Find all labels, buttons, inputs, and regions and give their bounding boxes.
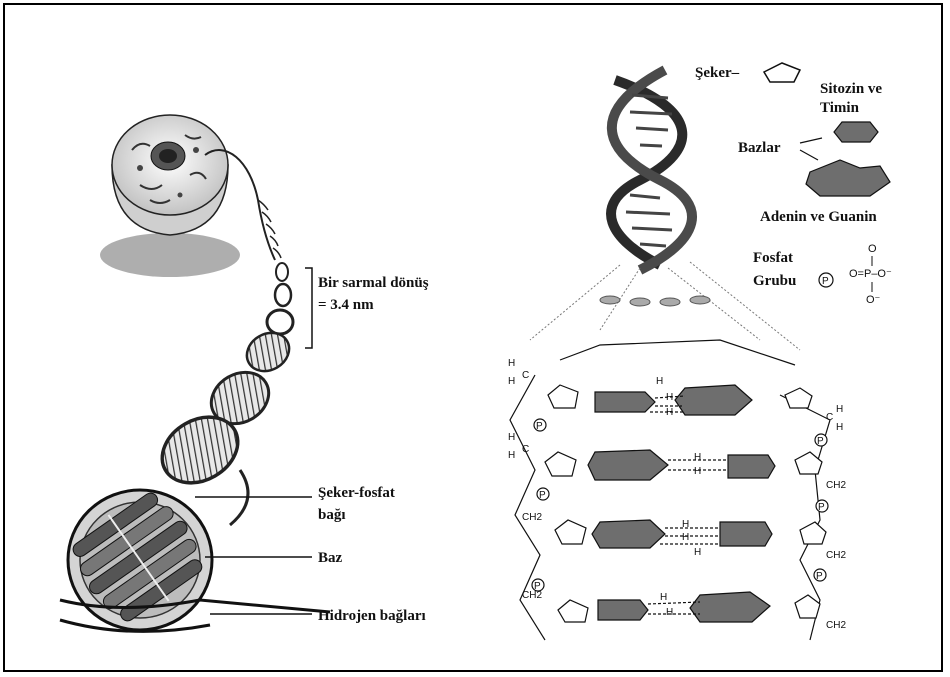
svg-text:H: H	[656, 376, 663, 387]
svg-text:P: P	[536, 421, 543, 432]
svg-text:H: H	[508, 358, 515, 369]
svg-text:C: C	[522, 370, 529, 381]
legend-pyrimidines-label-1: Sitozin ve	[820, 81, 882, 97]
phosphate-structure: O O=P–O⁻ O⁻	[849, 243, 892, 306]
base-label: Baz	[318, 550, 343, 566]
hydrogen-bonds-label: Hidrojen bağları	[318, 608, 426, 624]
svg-text:H: H	[694, 547, 701, 558]
svg-text:O=P–O⁻: O=P–O⁻	[849, 268, 892, 280]
svg-text:H: H	[666, 607, 673, 618]
svg-text:H: H	[694, 466, 701, 477]
purine-double-ring-icon	[806, 160, 890, 196]
svg-text:H: H	[694, 452, 701, 463]
svg-text:CH2: CH2	[826, 620, 846, 631]
svg-text:CH2: CH2	[522, 512, 542, 523]
svg-text:H: H	[508, 450, 515, 461]
pyrimidine-hexagon-icon	[834, 122, 878, 142]
helix-turn-bracket	[305, 268, 312, 348]
svg-text:H: H	[660, 592, 667, 603]
legend-phosphate-label-2: Grubu	[753, 273, 796, 289]
svg-text:H: H	[666, 407, 673, 418]
cell	[100, 115, 240, 277]
svg-text:H: H	[682, 532, 689, 543]
svg-text:H: H	[666, 392, 673, 403]
legend-sugar-label: Şeker–	[695, 65, 740, 81]
svg-text:CH2: CH2	[826, 480, 846, 491]
svg-text:P: P	[816, 571, 823, 582]
helix-turn-label-2: = 3.4 nm	[318, 297, 374, 313]
legend-purines-label: Adenin ve Guanin	[760, 209, 877, 225]
legend-phosphate-label-1: Fosfat	[753, 250, 793, 266]
svg-text:P: P	[818, 502, 825, 513]
legend-pyrimidines-label-2: Timin	[820, 100, 860, 116]
legend-bases-label: Bazlar	[738, 140, 781, 156]
svg-text:C: C	[826, 412, 833, 423]
svg-text:P: P	[534, 581, 541, 592]
svg-text:P: P	[822, 276, 829, 287]
legend: Şeker– Sitozin ve Timin Bazlar Adenin ve…	[695, 63, 892, 306]
svg-text:H: H	[508, 432, 515, 443]
sugar-phosphate-label-1: Şeker-fosfat	[318, 485, 395, 501]
svg-text:P: P	[817, 436, 824, 447]
sugar-phosphate-label-2: bağı	[318, 507, 346, 523]
svg-text:H: H	[836, 404, 843, 415]
svg-text:O⁻: O⁻	[866, 294, 881, 306]
svg-text:O: O	[868, 243, 877, 255]
svg-text:CH2: CH2	[826, 550, 846, 561]
svg-text:H: H	[682, 519, 689, 530]
svg-text:C: C	[522, 444, 529, 455]
svg-text:P: P	[539, 490, 546, 501]
base-pair-ladder	[510, 340, 830, 640]
svg-text:H: H	[836, 422, 843, 433]
dna-cross-section	[60, 482, 330, 635]
svg-text:H: H	[508, 376, 515, 387]
sugar-pentagon-icon	[764, 63, 800, 82]
helix-turn-label-1: Bir sarmal dönüş	[318, 275, 429, 291]
